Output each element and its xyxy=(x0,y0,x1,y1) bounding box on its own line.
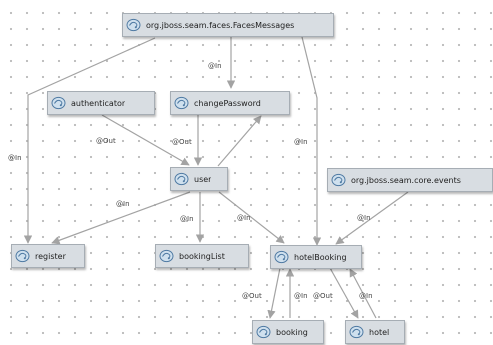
node-change-password[interactable]: changePassword xyxy=(170,91,290,115)
seam-component-icon xyxy=(159,249,174,263)
edge-label-in: @In xyxy=(237,214,251,222)
seam-component-icon xyxy=(174,96,189,110)
node-user[interactable]: user xyxy=(170,167,228,191)
edge-label-in: @In xyxy=(8,154,22,162)
edge-label-in: @In xyxy=(357,214,371,222)
seam-component-icon xyxy=(274,250,289,264)
seam-component-icon xyxy=(331,173,346,187)
edge-user-changepassword xyxy=(217,115,262,167)
node-label: changePassword xyxy=(194,98,261,108)
edge-label-in: @In xyxy=(294,292,308,300)
node-label: booking xyxy=(276,327,308,337)
node-label: user xyxy=(194,174,212,184)
edge-hotelbooking-hotel xyxy=(329,267,359,319)
node-faces-messages[interactable]: org.jboss.seam.faces.FacesMessages xyxy=(122,13,334,37)
node-booking-list[interactable]: bookingList xyxy=(155,244,249,268)
node-label: bookingList xyxy=(179,251,225,261)
edge-label-in: @In xyxy=(116,200,130,208)
edge-label-out: @Out xyxy=(172,138,192,146)
node-hotel-booking[interactable]: hotelBooking xyxy=(270,245,362,269)
node-label: hotel xyxy=(369,327,390,337)
edge-label-in: @In xyxy=(208,62,222,70)
edge-label-out: @Out xyxy=(242,292,262,300)
node-authenticator[interactable]: authenticator xyxy=(47,91,155,115)
seam-component-icon xyxy=(15,249,30,263)
edge-hotelbooking-booking xyxy=(267,267,281,319)
edge-label-out: @Out xyxy=(96,137,116,145)
edge-label-in: @In xyxy=(180,215,194,223)
node-label: register xyxy=(35,251,66,261)
seam-component-icon xyxy=(126,18,141,32)
node-hotel[interactable]: hotel xyxy=(345,320,405,344)
node-label: org.jboss.seam.faces.FacesMessages xyxy=(146,20,295,30)
edge-label-in: @In xyxy=(359,292,373,300)
seam-component-icon xyxy=(174,172,189,186)
node-label: hotelBooking xyxy=(294,252,347,262)
node-booking[interactable]: booking xyxy=(252,320,324,344)
edge-facesmessages-register xyxy=(23,37,156,244)
edge-label-in: @In xyxy=(294,138,308,146)
seam-component-icon xyxy=(256,325,271,339)
node-label: authenticator xyxy=(71,98,126,108)
edge-user-hotelbooking xyxy=(218,191,285,244)
edge-events-hotelbooking xyxy=(335,191,409,245)
node-core-events[interactable]: org.jboss.seam.core.events xyxy=(327,168,493,192)
node-label: org.jboss.seam.core.events xyxy=(351,175,461,185)
seam-component-icon xyxy=(349,325,364,339)
edge-label-out: @Out xyxy=(313,292,333,300)
seam-component-icon xyxy=(51,96,66,110)
node-register[interactable]: register xyxy=(11,244,85,268)
